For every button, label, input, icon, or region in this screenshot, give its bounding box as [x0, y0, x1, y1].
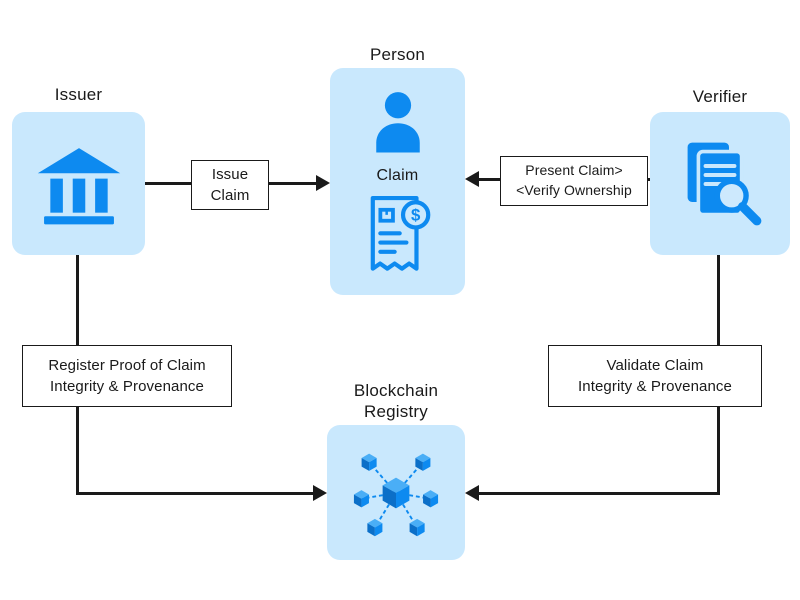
validate-claim-hline	[479, 492, 719, 495]
verifier-node	[650, 112, 790, 255]
present-claim-edge-label: Present Claim> <Verify Ownership	[500, 156, 648, 206]
validate-claim-line2: Integrity & Provenance	[578, 378, 732, 395]
dollar-glyph: $	[410, 205, 420, 224]
issue-claim-line2: Claim	[210, 187, 250, 204]
blockchain-label-line1: Blockchain	[353, 381, 439, 400]
present-claim-line2: <Verify Ownership	[516, 182, 632, 198]
invoice-icon: $	[362, 193, 434, 277]
document-search-icon	[675, 137, 765, 231]
register-proof-line2: Integrity & Provenance	[50, 378, 204, 395]
register-proof-arrowhead-icon	[313, 485, 327, 501]
validate-claim-line1: Validate Claim	[606, 357, 704, 374]
validate-claim-arrowhead-icon	[465, 485, 479, 501]
validate-claim-edge-label: Validate Claim Integrity & Provenance	[548, 345, 762, 407]
person-node: Claim $	[330, 68, 465, 295]
present-claim-line1: Present Claim>	[525, 162, 623, 179]
blockchain-cubes-icon	[348, 445, 444, 541]
blockchain-node	[327, 425, 465, 560]
blockchain-label: Blockchain Registry	[327, 380, 465, 423]
person-icon	[362, 85, 434, 157]
bank-icon	[33, 141, 125, 227]
issue-claim-line1: Issue	[211, 166, 249, 183]
register-proof-line1: Register Proof of Claim	[48, 357, 206, 374]
issuer-node	[12, 112, 145, 255]
claim-text: Claim	[376, 166, 419, 184]
issuer-label: Issuer	[54, 85, 103, 104]
verifier-label: Verifier	[692, 87, 748, 106]
issue-claim-arrowhead-icon	[316, 175, 330, 191]
blockchain-label-line2: Registry	[364, 402, 428, 422]
issue-claim-edge-label: Issue Claim	[191, 160, 269, 210]
register-proof-edge-label: Register Proof of Claim Integrity & Prov…	[22, 345, 232, 407]
present-claim-arrowhead-icon	[465, 171, 479, 187]
register-proof-hline	[76, 492, 313, 495]
person-label: Person	[369, 45, 426, 64]
